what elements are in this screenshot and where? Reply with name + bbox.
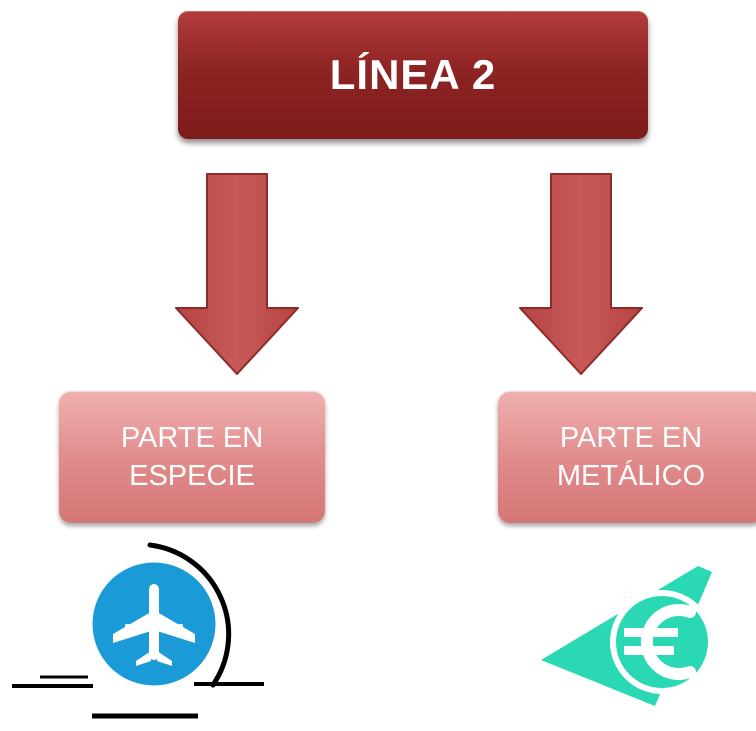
euro-icon — [541, 566, 714, 706]
branch-especie-line2: ESPECIE — [129, 460, 255, 492]
airplane-icon — [12, 542, 264, 719]
branch-box-especie: PARTE EN ESPECIE — [59, 391, 325, 523]
branch-especie-line1: PARTE EN — [120, 422, 264, 454]
left-arrow — [175, 173, 299, 375]
branch-metalico-line2: METÁLICO — [556, 460, 706, 492]
title-box: LÍNEA 2 — [178, 11, 648, 139]
branch-metalico-line1: PARTE EN — [559, 422, 703, 454]
right-arrow — [519, 173, 643, 375]
branch-box-metalico: PARTE EN METÁLICO — [498, 391, 756, 523]
title-label: LÍNEA 2 — [329, 51, 497, 98]
